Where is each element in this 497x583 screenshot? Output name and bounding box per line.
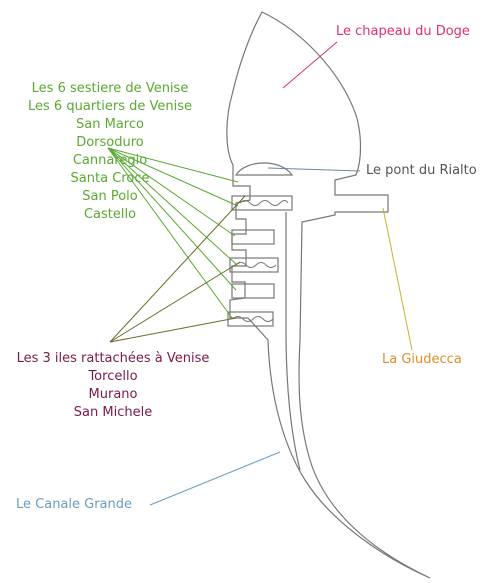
- leader-rialto: [267, 167, 361, 172]
- tooth-3-pattern: [235, 262, 277, 268]
- label-chapeau-du-doge: Le chapeau du Doge: [336, 24, 470, 39]
- tooth-5: [227, 311, 274, 327]
- leaders-iles: [109, 195, 246, 343]
- iles-list: Les 3 iles rattachées à Venise Torcello …: [4, 350, 222, 422]
- label-sestiere-item: San Polo: [82, 189, 138, 204]
- tooth-1-pattern: [239, 200, 289, 206]
- leader-canale: [149, 451, 281, 506]
- label-ile-item: Murano: [88, 387, 138, 402]
- leader-chapeau: [282, 41, 338, 89]
- label-ile-item: Torcello: [88, 369, 138, 384]
- label-sestiere-title: Les 6 sestiere de Venise: [31, 81, 189, 96]
- label-ile-item: San Michele: [73, 405, 153, 420]
- label-la-giudecca: La Giudecca: [382, 352, 462, 367]
- tooth-5-pattern: [232, 316, 274, 322]
- tooth-4: [231, 283, 275, 299]
- label-sestiere-item: San Marco: [76, 117, 144, 132]
- label-sestiere-item: Santa Croce: [70, 171, 150, 186]
- leaders-sestieri: [107, 147, 239, 319]
- ferro-body-outline: [226, 11, 431, 579]
- label-sestiere-item: Dorsoduro: [76, 135, 144, 150]
- label-quartiers-title: Les 6 quartiers de Venise: [28, 99, 192, 114]
- label-canale-grande: Le Canale Grande: [16, 497, 133, 512]
- tooth-1: [231, 195, 293, 211]
- neck-inner-line: [285, 212, 301, 471]
- leader-giudecca: [382, 207, 413, 351]
- tooth-2: [231, 229, 275, 245]
- label-iles-title: Les 3 iles rattachées à Venise: [16, 351, 210, 366]
- sestieri-list: Les 6 sestiere de Venise Les 6 quartiers…: [10, 80, 210, 224]
- tooth-3: [229, 257, 279, 273]
- rialto-dome: [234, 162, 294, 176]
- label-sestiere-item: Castello: [83, 207, 137, 222]
- label-pont-du-rialto: Le pont du Rialto: [366, 163, 477, 178]
- label-sestiere-item: Cannaregio: [72, 153, 148, 168]
